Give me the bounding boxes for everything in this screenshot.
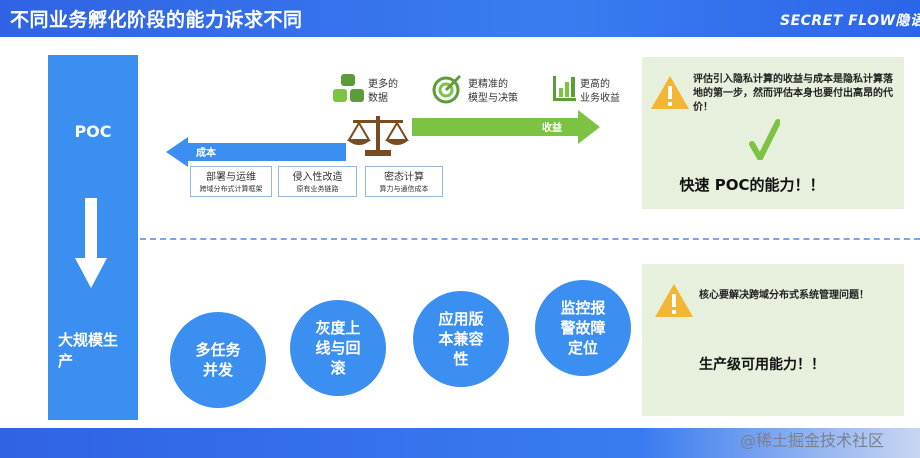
production-panel — [642, 264, 904, 416]
benefit-label-line: 更高的 — [580, 79, 610, 90]
page-title: 不同业务孵化阶段的能力诉求不同 — [10, 9, 303, 31]
benefit-arrow-label: 收益 — [542, 123, 562, 134]
cost-box-intrusive: 侵入性改造 原有业务链路 — [278, 166, 357, 197]
cost-arrow-label: 成本 — [196, 148, 216, 159]
warning-icon — [651, 76, 689, 109]
watermark: @稀土掘金技术社区 — [740, 431, 885, 450]
cost-subtitle: 跨域分布式计算框架 — [199, 185, 263, 193]
cost-title: 密态计算 — [384, 172, 424, 183]
header-bar — [0, 0, 920, 37]
benefit-label-line: 数据 — [368, 93, 388, 104]
production-panel-caption: 生产级可用能力！！ — [699, 357, 825, 373]
cost-title: 部署与运维 — [206, 172, 256, 183]
capability-gray-release: 灰度上线与回滚 — [290, 300, 386, 396]
capability-monitoring: 监控报警故障定位 — [535, 280, 631, 376]
scale-icon — [347, 116, 409, 156]
benefit-label-line: 模型与决策 — [468, 93, 518, 104]
cost-subtitle: 算力与通信成本 — [379, 185, 429, 193]
bar-chart-icon — [553, 76, 576, 101]
benefit-label-line: 更精准的 — [468, 79, 508, 90]
benefit-arrow — [412, 110, 600, 144]
warning-icon — [655, 284, 693, 317]
poc-panel-caption: 快速 POC的能力！！ — [679, 176, 825, 194]
production-panel-text: 核心要解决跨域分布式系统管理问题！ — [699, 290, 869, 301]
benefit-label-line: 业务收益 — [580, 93, 620, 104]
down-arrow-icon — [75, 198, 107, 288]
stage-production-label: 大规模生产 — [58, 331, 119, 370]
cost-box-deploy: 部署与运维 跨域分布式计算框架 — [190, 166, 272, 197]
capability-multitask: 多任务并发 — [170, 312, 266, 408]
benefit-label-data: 更多的数据 — [368, 78, 398, 106]
database-icon — [333, 74, 364, 102]
poc-panel-text: 评估引入隐私计算的收益与成本是隐私计算落地的第一步，然而评估本身也要付出高昂的代… — [693, 74, 893, 113]
benefit-label-revenue: 更高的业务收益 — [580, 78, 620, 106]
benefit-label-model: 更精准的模型与决策 — [468, 78, 518, 106]
cost-box-secure-compute: 密态计算 算力与通信成本 — [365, 166, 443, 197]
cost-title: 侵入性改造 — [292, 172, 343, 183]
stage-divider — [140, 238, 920, 240]
stage-poc-label: POC — [74, 122, 112, 141]
cost-subtitle: 原有业务链路 — [296, 185, 339, 193]
capability-version-compat: 应用版本兼容性 — [413, 291, 509, 387]
cost-arrow — [166, 137, 346, 167]
checkmark-icon — [749, 119, 780, 160]
benefit-label-line: 更多的 — [368, 79, 398, 90]
brand-logo: SECRET FLOW隐语 — [780, 13, 920, 29]
footer-bar — [0, 428, 920, 458]
target-icon — [432, 74, 462, 104]
